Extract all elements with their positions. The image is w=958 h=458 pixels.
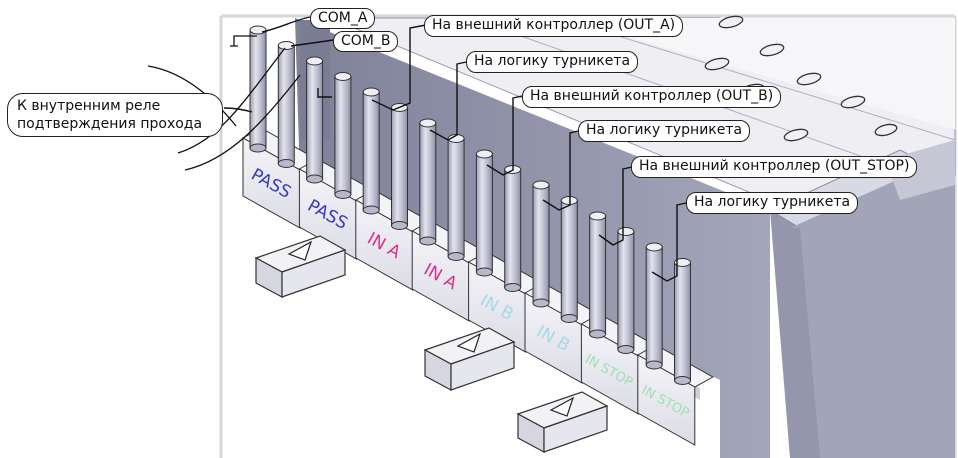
callout-relay: К внутренним реле подтверждения прохода [7,93,223,137]
test-button-1 [254,235,347,299]
terminal-pin [306,56,324,184]
terminal-pin [447,134,465,261]
callout-logic-1: На логику турникета [466,51,639,73]
terminal-pin [674,258,691,385]
play-triangle-icon [287,240,313,261]
ground-symbol-icon [230,35,257,47]
callout-out-stop: На внешний контроллер (OUT_STOP) [631,156,918,178]
test-button-2 [423,327,516,392]
terminal-pins [249,25,691,385]
wires [147,35,301,171]
terminal-pin [532,180,550,308]
terminal-pin [419,118,437,246]
callout-out-b: На внешний контроллер (OUT_B) [522,86,782,108]
test-button-3 [516,391,609,454]
terminal-pin [560,196,578,323]
play-triangle-icon [456,332,482,353]
terminal-pin [475,149,493,277]
terminal-pin [617,227,635,354]
relay-label: К внутренним реле подтверждения прохода [17,98,203,132]
callout-logic-2: На логику турникета [578,120,751,142]
callout-out-a: На внешний контроллер (OUT_A) [424,15,684,37]
terminal-pin [362,87,380,215]
callout-logic-3: На логику турникета [686,192,859,214]
leader-lines [223,16,687,282]
terminal-pin [334,72,352,199]
terminal-pin [249,25,267,153]
terminal-pin [391,103,408,230]
terminal-pin [504,165,522,292]
play-triangle-icon [549,396,575,417]
terminal-pin [645,242,663,370]
terminal-pin [589,211,607,339]
callout-com-a: COM_A [310,8,376,29]
terminal-pin [277,41,295,168]
callout-com-b: COM_B [333,31,399,52]
